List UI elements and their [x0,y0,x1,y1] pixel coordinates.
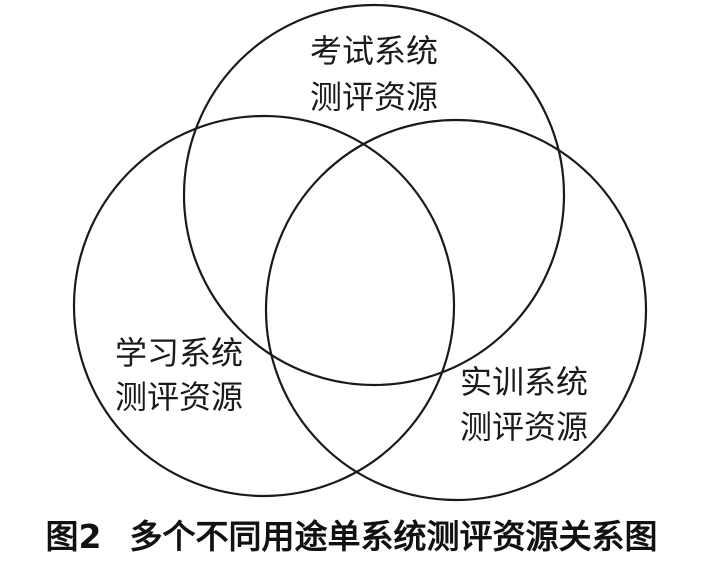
practice-label-line2: 测评资源 [460,408,588,446]
learning-label-line2: 测评资源 [115,378,243,416]
learning-system-circle [72,114,456,498]
practice-system-circle [264,118,648,502]
practice-label-line1: 实训系统 [460,363,588,401]
figure-caption: 图2 多个不同用途单系统测评资源关系图 [0,510,703,558]
venn-diagram: 考试系统 测评资源 学习系统 测评资源 实训系统 测评资源 [72,3,648,502]
learning-label-line1: 学习系统 [115,334,243,372]
exam-label-line1: 考试系统 [310,32,438,70]
exam-label-line2: 测评资源 [310,78,438,116]
figure-title: 多个不同用途单系统测评资源关系图 [129,517,658,556]
figure-number: 图2 [45,517,102,556]
exam-system-circle [182,3,566,387]
